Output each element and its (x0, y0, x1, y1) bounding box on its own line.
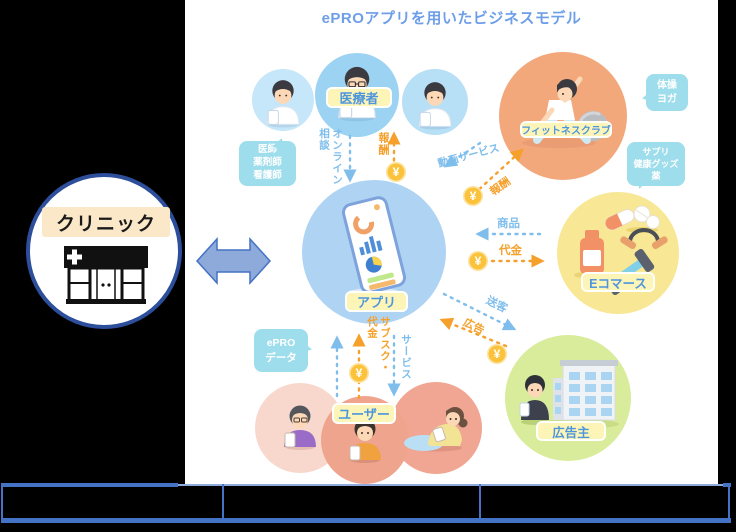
yen-coin: ¥ (463, 186, 483, 206)
advertiser-building-icon (519, 360, 619, 429)
flow-label-subscription: サブスク・ 代金 (366, 316, 391, 374)
child-user-icon (349, 418, 381, 463)
ecommerce-circle (557, 192, 679, 314)
reclining-user-icon (404, 407, 468, 452)
clinic-label: クリニック (42, 207, 170, 237)
table-left-border (1, 485, 3, 519)
table-divider (479, 484, 481, 520)
ecommerce-label: Eコマース (581, 272, 655, 292)
flow-label-payment: 代金 (499, 245, 522, 257)
table-top-border-light (178, 484, 723, 486)
table-right-border (728, 485, 730, 519)
users-label: ユーザー (332, 403, 396, 424)
ecommerce-goods-note: サプリ 健康グッズ 薬 (627, 142, 685, 186)
fitness-services-note: 体操 ヨガ (646, 74, 688, 111)
clinic-building-icon (64, 246, 148, 304)
yen-coin: ¥ (386, 162, 406, 182)
flow-label-medical-reward: 報酬 (377, 132, 389, 156)
elderly-user-icon (284, 405, 316, 450)
arrow-reward-to-fitness (472, 148, 524, 196)
medical-roles-note: 医師 薬剤師 看護師 (239, 141, 296, 186)
epro-data-note: ePRO データ (254, 329, 308, 372)
doctor-icon (266, 80, 300, 128)
diagram-title: ePROアプリを用いたビジネスモデル (321, 10, 582, 27)
fitness-label: フィットネスクラブ (520, 121, 612, 138)
yen-coin: ¥ (468, 251, 488, 271)
doctor-icon (418, 82, 452, 130)
bidirectional-arrow-icon (195, 237, 272, 285)
flow-label-goods: 商品 (497, 218, 520, 230)
clinic-circle: クリニック (26, 173, 182, 329)
app-label: アプリ (345, 291, 408, 312)
flow-arrows-layer (330, 131, 545, 400)
table-bottom-border (1, 518, 731, 523)
table-corner (723, 483, 731, 487)
arrow-referral-to-advertiser (442, 292, 517, 331)
medical-label: 医療者 (326, 87, 392, 108)
yen-coin: ¥ (487, 344, 507, 364)
flow-label-online-consult: オンライン 相談 (318, 128, 343, 186)
advertiser-label: 広告主 (536, 421, 606, 441)
table-top-border (1, 483, 178, 487)
arrow-video-to-app (443, 141, 482, 168)
diagram-panel: ePROアプリを用いたビジネスモデル (185, 0, 718, 484)
table-divider (222, 484, 224, 520)
yen-coin: ¥ (349, 363, 369, 383)
flow-label-service: サービス (400, 334, 412, 380)
